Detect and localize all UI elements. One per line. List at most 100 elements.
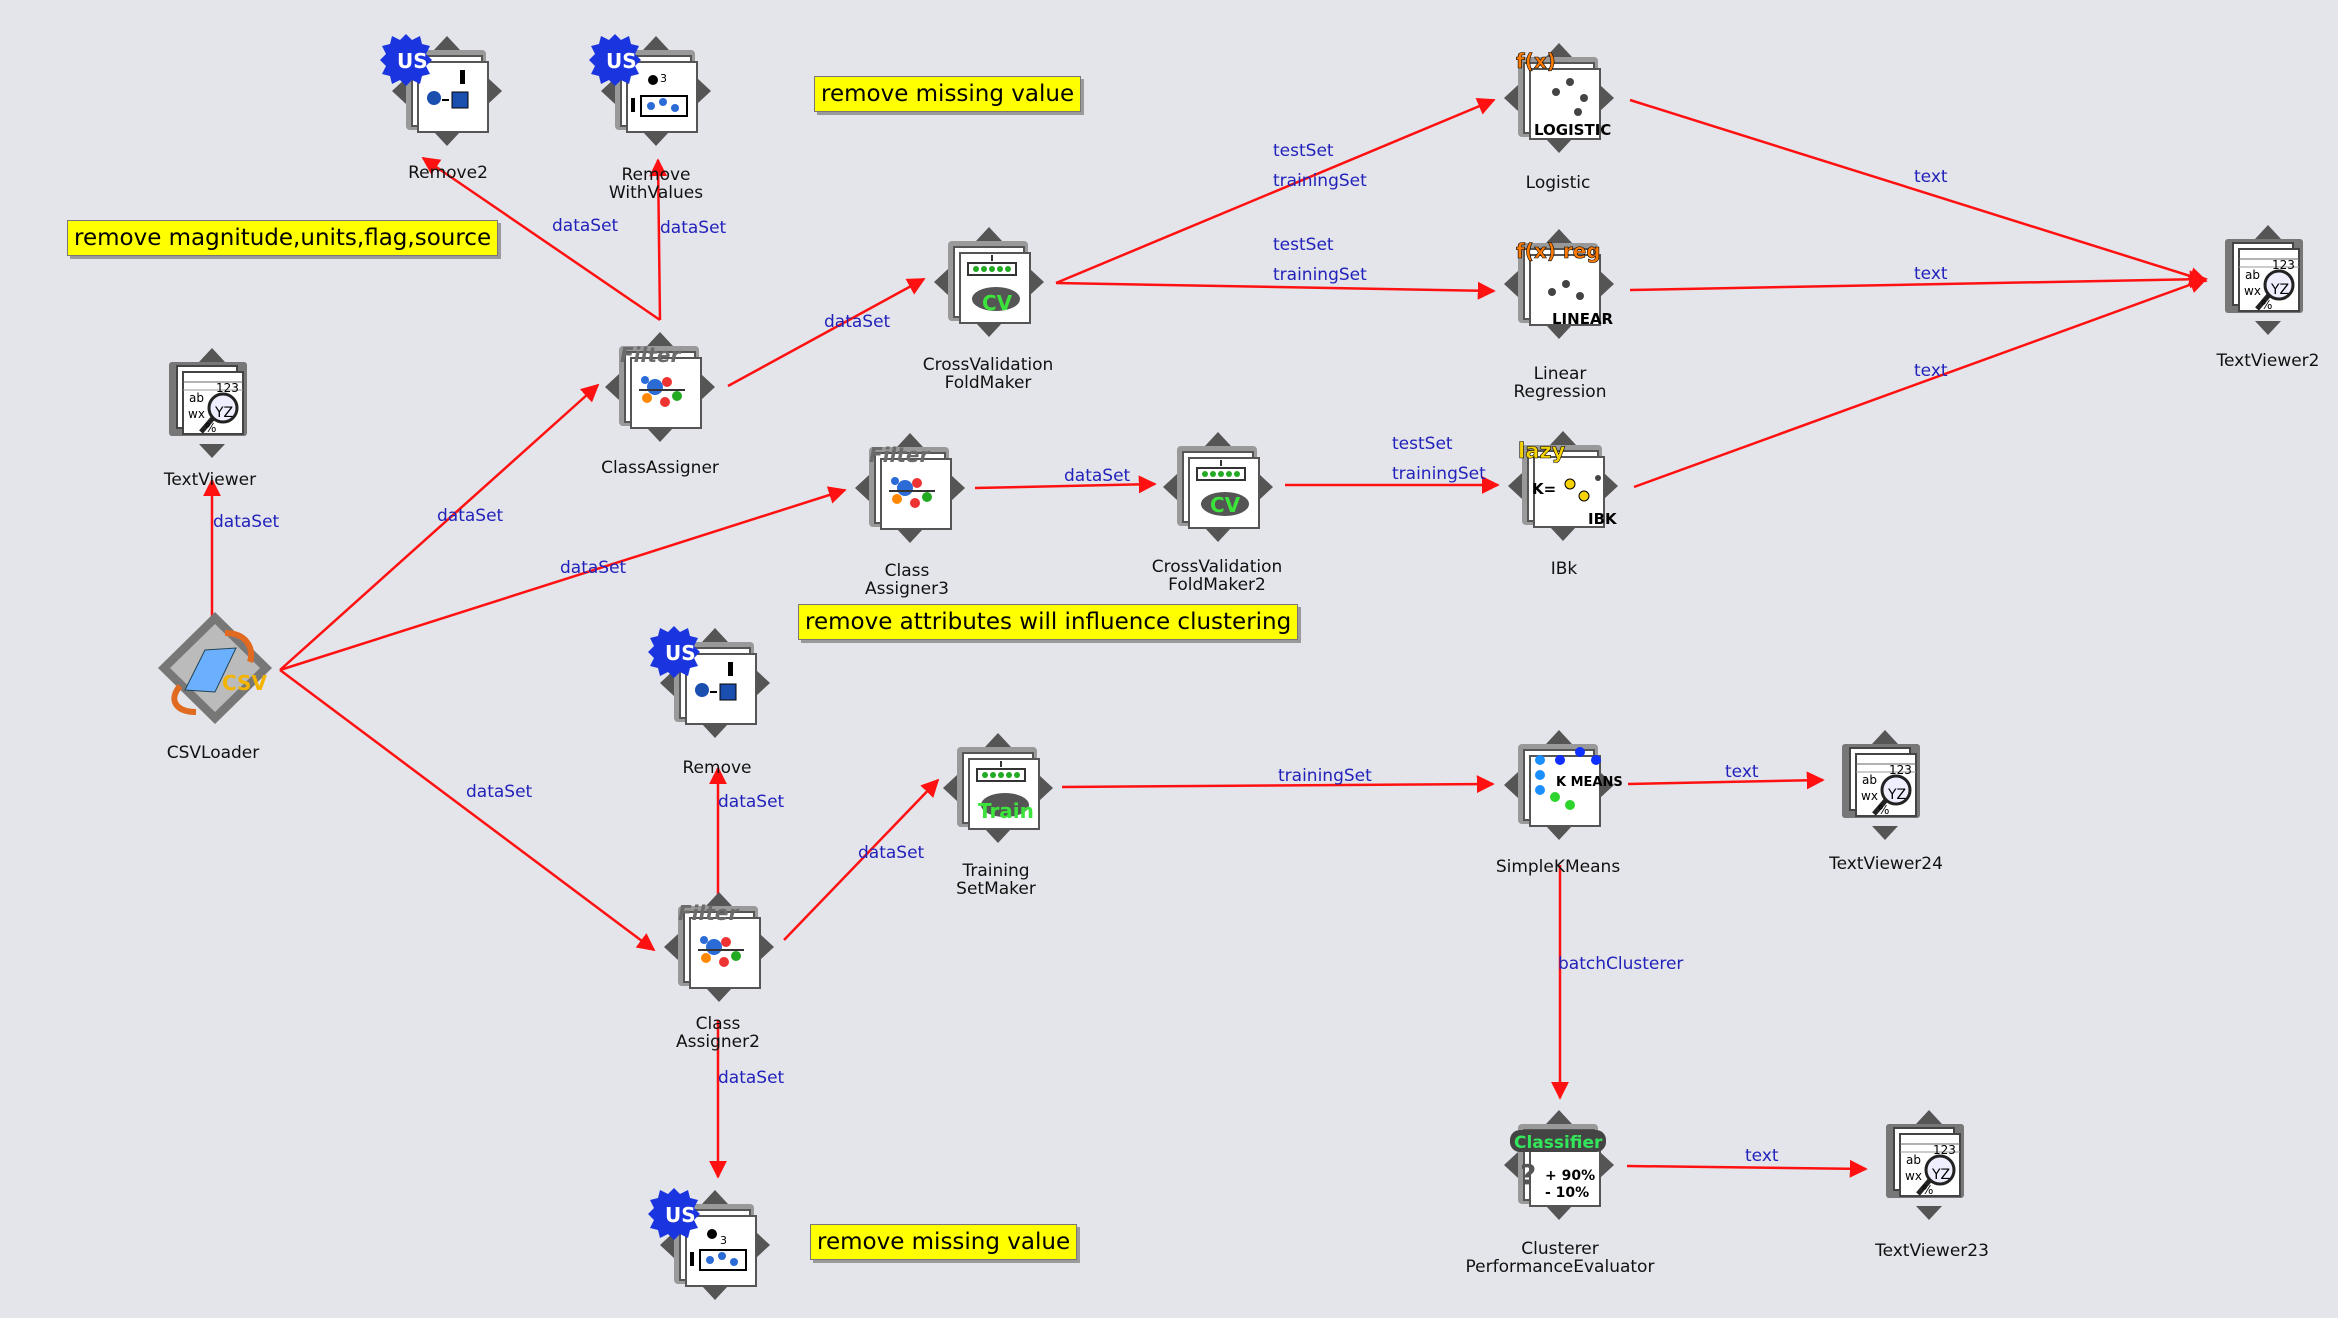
conn-label-dataset: dataSet	[560, 558, 627, 578]
svg-text:K MEANS: K MEANS	[1556, 775, 1623, 790]
note-remove-missing-value-top[interactable]: remove missing value	[814, 76, 1082, 112]
svg-text:US: US	[665, 641, 696, 665]
conn-label-dataset: dataSet	[466, 782, 533, 802]
svg-text:?: ?	[1520, 1158, 1536, 1191]
node-remove-with-values[interactable]: Remove WithValues	[608, 165, 704, 203]
conn-label-dataset: dataSet	[718, 792, 785, 812]
node-text-viewer[interactable]: TextViewer	[163, 470, 257, 490]
svg-text:wx: wx	[1905, 1169, 1922, 1183]
svg-text:f(x): f(x)	[1516, 49, 1556, 73]
conn-label-text: text	[1745, 1146, 1779, 1166]
node-training-set-maker[interactable]: Training SetMaker	[956, 861, 1036, 899]
svg-text:US: US	[665, 1203, 696, 1227]
conn-label-dataset: dataSet	[660, 218, 727, 238]
node-class-assigner[interactable]: ClassAssigner	[601, 458, 719, 478]
svg-text:3: 3	[720, 1234, 727, 1247]
node-text-viewer24[interactable]: TextViewer24	[1829, 854, 1943, 874]
svg-text:wx: wx	[188, 407, 205, 421]
svg-text:f(x) reg: f(x) reg	[1516, 239, 1601, 263]
conn-label-trainingset: trainingSet	[1273, 171, 1367, 191]
conn-label-testset: testSet	[1273, 141, 1334, 161]
svg-text:LOGISTIC: LOGISTIC	[1534, 121, 1611, 139]
note-remove-magnitude[interactable]: remove magnitude,units,flag,source	[67, 220, 499, 256]
svg-text:CSV: CSV	[222, 671, 267, 695]
svg-text:ab: ab	[1906, 1153, 1921, 1167]
svg-text:123: 123	[216, 381, 239, 395]
node-text-viewer23[interactable]: TextViewer23	[1875, 1241, 1989, 1261]
csv-loader-icon: CSV	[158, 612, 272, 724]
svg-text:%: %	[2261, 298, 2272, 312]
svg-text:Train: Train	[978, 799, 1034, 823]
conn-label-text: text	[1914, 264, 1948, 284]
svg-text:US: US	[397, 49, 428, 73]
svg-text:ab: ab	[2245, 268, 2260, 282]
svg-text:%: %	[1878, 803, 1889, 817]
svg-text:CV: CV	[1210, 493, 1241, 517]
svg-text:Filter: Filter	[869, 443, 930, 467]
conn-label-dataset: dataSet	[437, 506, 504, 526]
conn-label-dataset: dataSet	[718, 1068, 785, 1088]
conn-label-trainingset: trainingSet	[1273, 265, 1367, 285]
svg-text:YZ: YZ	[1931, 1167, 1950, 1183]
us-badges: US US US US	[380, 34, 700, 1240]
node-linear-regression[interactable]: Linear Regression	[1513, 364, 1607, 402]
conn-label-text: text	[1725, 762, 1759, 782]
svg-text:+ 90%: + 90%	[1545, 1168, 1595, 1184]
node-cross-validation-fold-maker2[interactable]: CrossValidation FoldMaker2	[1151, 557, 1283, 595]
node-logistic[interactable]: Logistic	[1525, 173, 1591, 193]
conn-label-dataset: dataSet	[552, 216, 619, 236]
note-remove-missing-value-bottom[interactable]: remove missing value	[810, 1224, 1078, 1260]
conn-label-dataset: dataSet	[1064, 466, 1131, 486]
conn-label-trainingset: trainingSet	[1392, 464, 1486, 484]
conn-label-dataset: dataSet	[213, 512, 280, 532]
conn-label-text: text	[1914, 361, 1948, 381]
node-ibk[interactable]: IBk	[1550, 559, 1578, 579]
svg-text:wx: wx	[2244, 284, 2261, 298]
svg-text:123: 123	[1933, 1143, 1956, 1157]
svg-text:123: 123	[2272, 258, 2295, 272]
conn-label-testset: testSet	[1392, 434, 1453, 454]
note-remove-attributes-clustering[interactable]: remove attributes will influence cluster…	[798, 604, 1299, 640]
svg-text:ab: ab	[1862, 773, 1877, 787]
svg-text:%: %	[205, 421, 216, 435]
svg-text:YZ: YZ	[214, 405, 233, 421]
conn-label-dataset: dataSet	[858, 843, 925, 863]
node-text-viewer2[interactable]: TextViewer2	[2216, 351, 2320, 371]
svg-text:IBK: IBK	[1588, 510, 1618, 528]
node-csv-loader[interactable]: CSVLoader	[166, 743, 260, 763]
node-class-assigner2[interactable]: Class Assigner2	[676, 1014, 760, 1052]
svg-text:K=: K=	[1532, 480, 1556, 498]
svg-text:Filter: Filter	[678, 901, 739, 925]
svg-text:Classifier: Classifier	[1514, 1133, 1603, 1153]
svg-text:US: US	[606, 49, 637, 73]
svg-text:123: 123	[1889, 763, 1912, 777]
conn-label-dataset: dataSet	[824, 312, 891, 332]
node-remove[interactable]: Remove	[682, 758, 752, 778]
conn-label-trainingset: trainingSet	[1278, 766, 1372, 786]
node-clusterer-performance-evaluator[interactable]: Clusterer PerformanceEvaluator	[1465, 1239, 1655, 1277]
conn-label-testset: testSet	[1273, 235, 1334, 255]
svg-text:YZ: YZ	[2270, 282, 2289, 298]
node-simple-kmeans[interactable]: SimpleKMeans	[1495, 857, 1621, 877]
filter-badges: Filter Filter Filter	[620, 343, 930, 925]
algorithm-badges: f(x) LOGISTIC f(x) reg LINEAR lazy K= IB…	[1510, 49, 1623, 1201]
svg-text:ab: ab	[189, 391, 204, 405]
node-remove2[interactable]: Remove2	[408, 163, 488, 183]
text-viewer-glyphs: ab wx 123 YZ % ab wx 123 YZ % ab wx 123 …	[188, 72, 2295, 1247]
node-cross-validation-fold-maker[interactable]: CrossValidation FoldMaker	[922, 355, 1054, 393]
svg-text:YZ: YZ	[1887, 787, 1906, 803]
svg-text:Filter: Filter	[620, 343, 681, 367]
svg-text:lazy: lazy	[1518, 439, 1566, 463]
conn-label-text: text	[1914, 167, 1948, 187]
svg-text:%: %	[1922, 1183, 1933, 1197]
svg-text:CV: CV	[982, 291, 1013, 315]
svg-text:3: 3	[660, 72, 667, 85]
svg-text:- 10%: - 10%	[1545, 1185, 1589, 1201]
svg-text:wx: wx	[1861, 789, 1878, 803]
svg-text:LINEAR: LINEAR	[1552, 310, 1614, 328]
conn-label-batch-clusterer: batchClusterer	[1558, 954, 1684, 974]
node-class-assigner3[interactable]: Class Assigner3	[865, 561, 949, 599]
cv-badges: CV CV Train	[978, 291, 1241, 823]
